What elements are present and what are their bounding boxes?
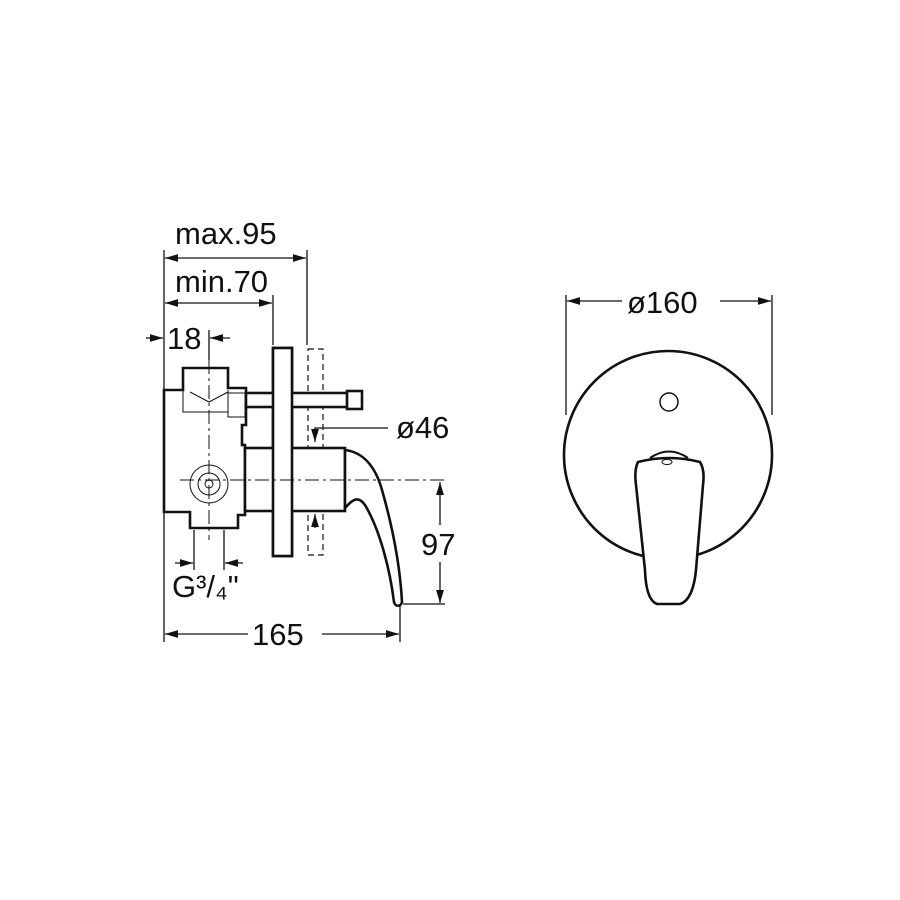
lever-indicator — [661, 459, 673, 465]
diverter-hole — [659, 392, 679, 412]
front-view: ø160 — [562, 285, 774, 606]
stem — [244, 391, 353, 409]
dim-165-label: 165 — [252, 617, 304, 652]
stem-cap — [345, 389, 364, 411]
dim-160-label: ø160 — [627, 285, 698, 320]
lever-base — [649, 450, 689, 459]
dim-46-label: ø46 — [396, 410, 449, 445]
lever-handle — [343, 448, 404, 608]
dim-97-label: 97 — [421, 527, 455, 562]
dim-min-label: min.70 — [175, 264, 268, 299]
dimension-46-leader — [311, 427, 388, 442]
lever-front — [634, 456, 705, 606]
dim-max-label: max.95 — [175, 216, 277, 251]
side-view: max.95 min.70 18 ø46 — [146, 216, 455, 652]
wall-plate-front — [271, 346, 294, 558]
dim-18-label: 18 — [167, 321, 201, 356]
valve-body — [162, 366, 248, 530]
thread-label: G³/₄" — [172, 569, 239, 604]
